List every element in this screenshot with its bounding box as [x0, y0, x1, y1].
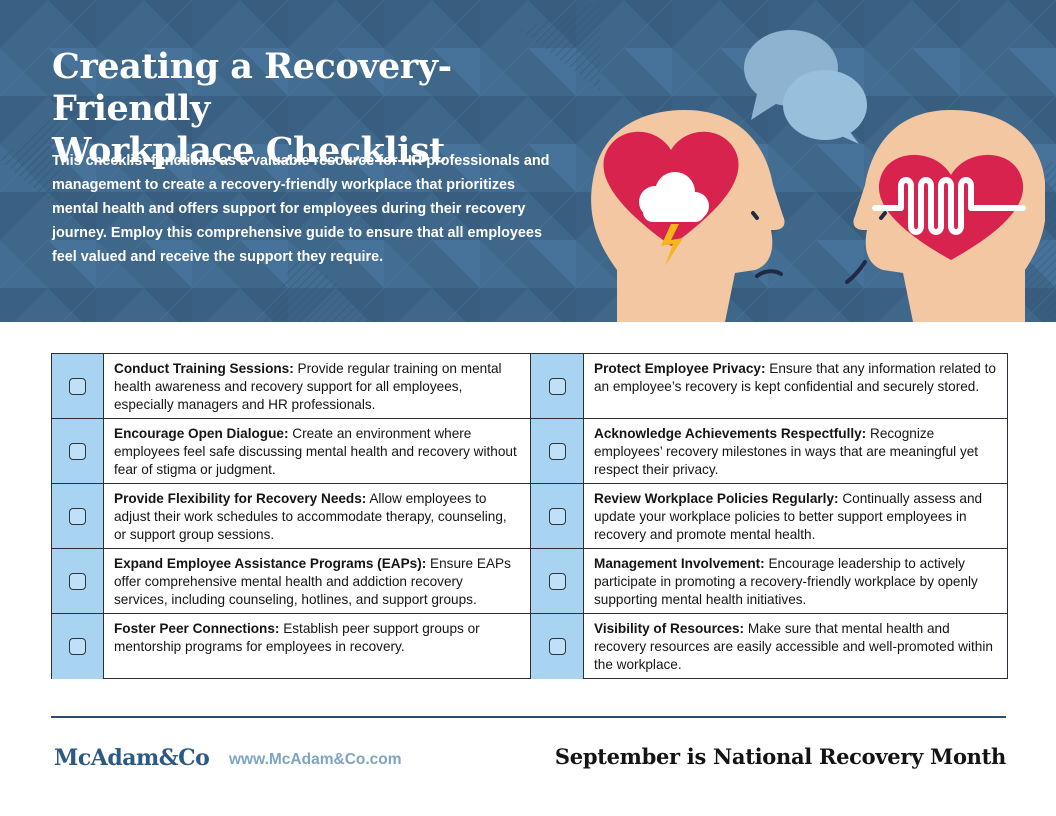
checklist-item: Acknowledge Achievements Respectfully: R… [584, 419, 1007, 483]
head-with-storm-heart-icon [591, 110, 785, 322]
checklist-item: Visibility of Resources: Make sure that … [584, 614, 1007, 679]
item-text: Continually assess and update your workp… [594, 491, 983, 542]
item-text: Ensure that any information related to a… [594, 361, 996, 394]
item-label: Visibility of Resources: [594, 621, 745, 636]
page-title: Creating a Recovery-Friendly Workplace C… [52, 46, 592, 172]
checklist-item: Conduct Training Sessions: Provide regul… [104, 354, 529, 418]
item-text: Allow employees to adjust their work sch… [114, 491, 507, 542]
website-link[interactable]: www.McAdam&Co.com [229, 751, 402, 768]
checklist-item: Review Workplace Policies Regularly: Con… [584, 484, 1007, 548]
page-title-line-1: Creating a Recovery-Friendly [52, 46, 452, 129]
item-text: Provide regular training on mental healt… [114, 361, 502, 412]
checklist-table: Conduct Training Sessions: Provide regul… [51, 353, 1008, 679]
checkbox-cell [530, 354, 584, 418]
footer-tagline: September is National Recovery Month [554, 744, 1006, 769]
item-label: Foster Peer Connections: [114, 621, 280, 636]
item-label: Review Workplace Policies Regularly: [594, 491, 839, 506]
brand-logo: McAdam&Co [54, 745, 210, 771]
checkbox-cell [530, 614, 584, 679]
page-title-line-2: Workplace Checklist [52, 130, 445, 171]
checkbox[interactable] [69, 638, 86, 655]
checkbox[interactable] [548, 572, 566, 590]
item-label: Acknowledge Achievements Respectfully: [594, 426, 867, 441]
checkbox[interactable] [548, 507, 566, 525]
checkbox[interactable] [69, 377, 86, 395]
storm-cloud-icon [639, 172, 709, 266]
checkbox-cell [52, 354, 104, 418]
item-label: Expand Employee Assistance Programs (EAP… [114, 556, 427, 571]
checklist-item: Expand Employee Assistance Programs (EAP… [104, 549, 529, 613]
checklist-item: Provide Flexibility for Recovery Needs: … [104, 484, 529, 548]
checklist-item: Foster Peer Connections: Establish peer … [104, 614, 529, 679]
item-label: Management Involvement: [594, 556, 765, 571]
item-text: Ensure EAPs offer comprehensive mental h… [114, 556, 511, 607]
checklist-row: Provide Flexibility for Recovery Needs: … [52, 484, 1007, 549]
item-text: Encourage leadership to actively partici… [594, 556, 978, 607]
item-text: Create an environment where employees fe… [114, 426, 517, 477]
intro-paragraph: This checklist functions as a valuable r… [52, 153, 550, 265]
checklist-item: Encourage Open Dialogue: Create an envir… [104, 419, 529, 483]
item-text: Make sure that mental health and recover… [594, 621, 993, 672]
checkbox[interactable] [548, 442, 566, 460]
item-text: Establish peer support groups or mentors… [114, 621, 480, 654]
item-label: Provide Flexibility for Recovery Needs: [114, 491, 367, 506]
checkbox-cell [52, 614, 104, 679]
item-text: Recognize employees’ recovery milestones… [594, 426, 979, 477]
checklist-item: Management Involvement: Encourage leader… [584, 549, 1007, 613]
checkbox-cell [52, 484, 104, 548]
illustration [591, 30, 1045, 322]
checkbox-cell [530, 549, 584, 613]
checkbox[interactable] [69, 572, 86, 590]
head-with-heartbeat-icon [845, 110, 1045, 322]
item-label: Protect Employee Privacy: [594, 361, 766, 376]
item-label: Conduct Training Sessions: [114, 361, 294, 376]
item-label: Encourage Open Dialogue: [114, 426, 289, 441]
checklist-row: Expand Employee Assistance Programs (EAP… [52, 549, 1007, 614]
checkbox[interactable] [548, 638, 566, 655]
checkbox-cell [530, 484, 584, 548]
checklist-item: Protect Employee Privacy: Ensure that an… [584, 354, 1007, 418]
speech-bubbles-icon [744, 30, 867, 144]
checklist-row: Foster Peer Connections: Establish peer … [52, 614, 1007, 679]
checkbox[interactable] [69, 442, 86, 460]
footer-divider [51, 716, 1006, 718]
checkbox-cell [52, 419, 104, 483]
hero-banner: Creating a Recovery-Friendly Workplace C… [0, 0, 1056, 322]
checklist-row: Conduct Training Sessions: Provide regul… [52, 354, 1007, 419]
checkbox[interactable] [548, 377, 566, 395]
checkbox-cell [530, 419, 584, 483]
checkbox[interactable] [69, 507, 86, 525]
checkbox-cell [52, 549, 104, 613]
checklist-row: Encourage Open Dialogue: Create an envir… [52, 419, 1007, 484]
